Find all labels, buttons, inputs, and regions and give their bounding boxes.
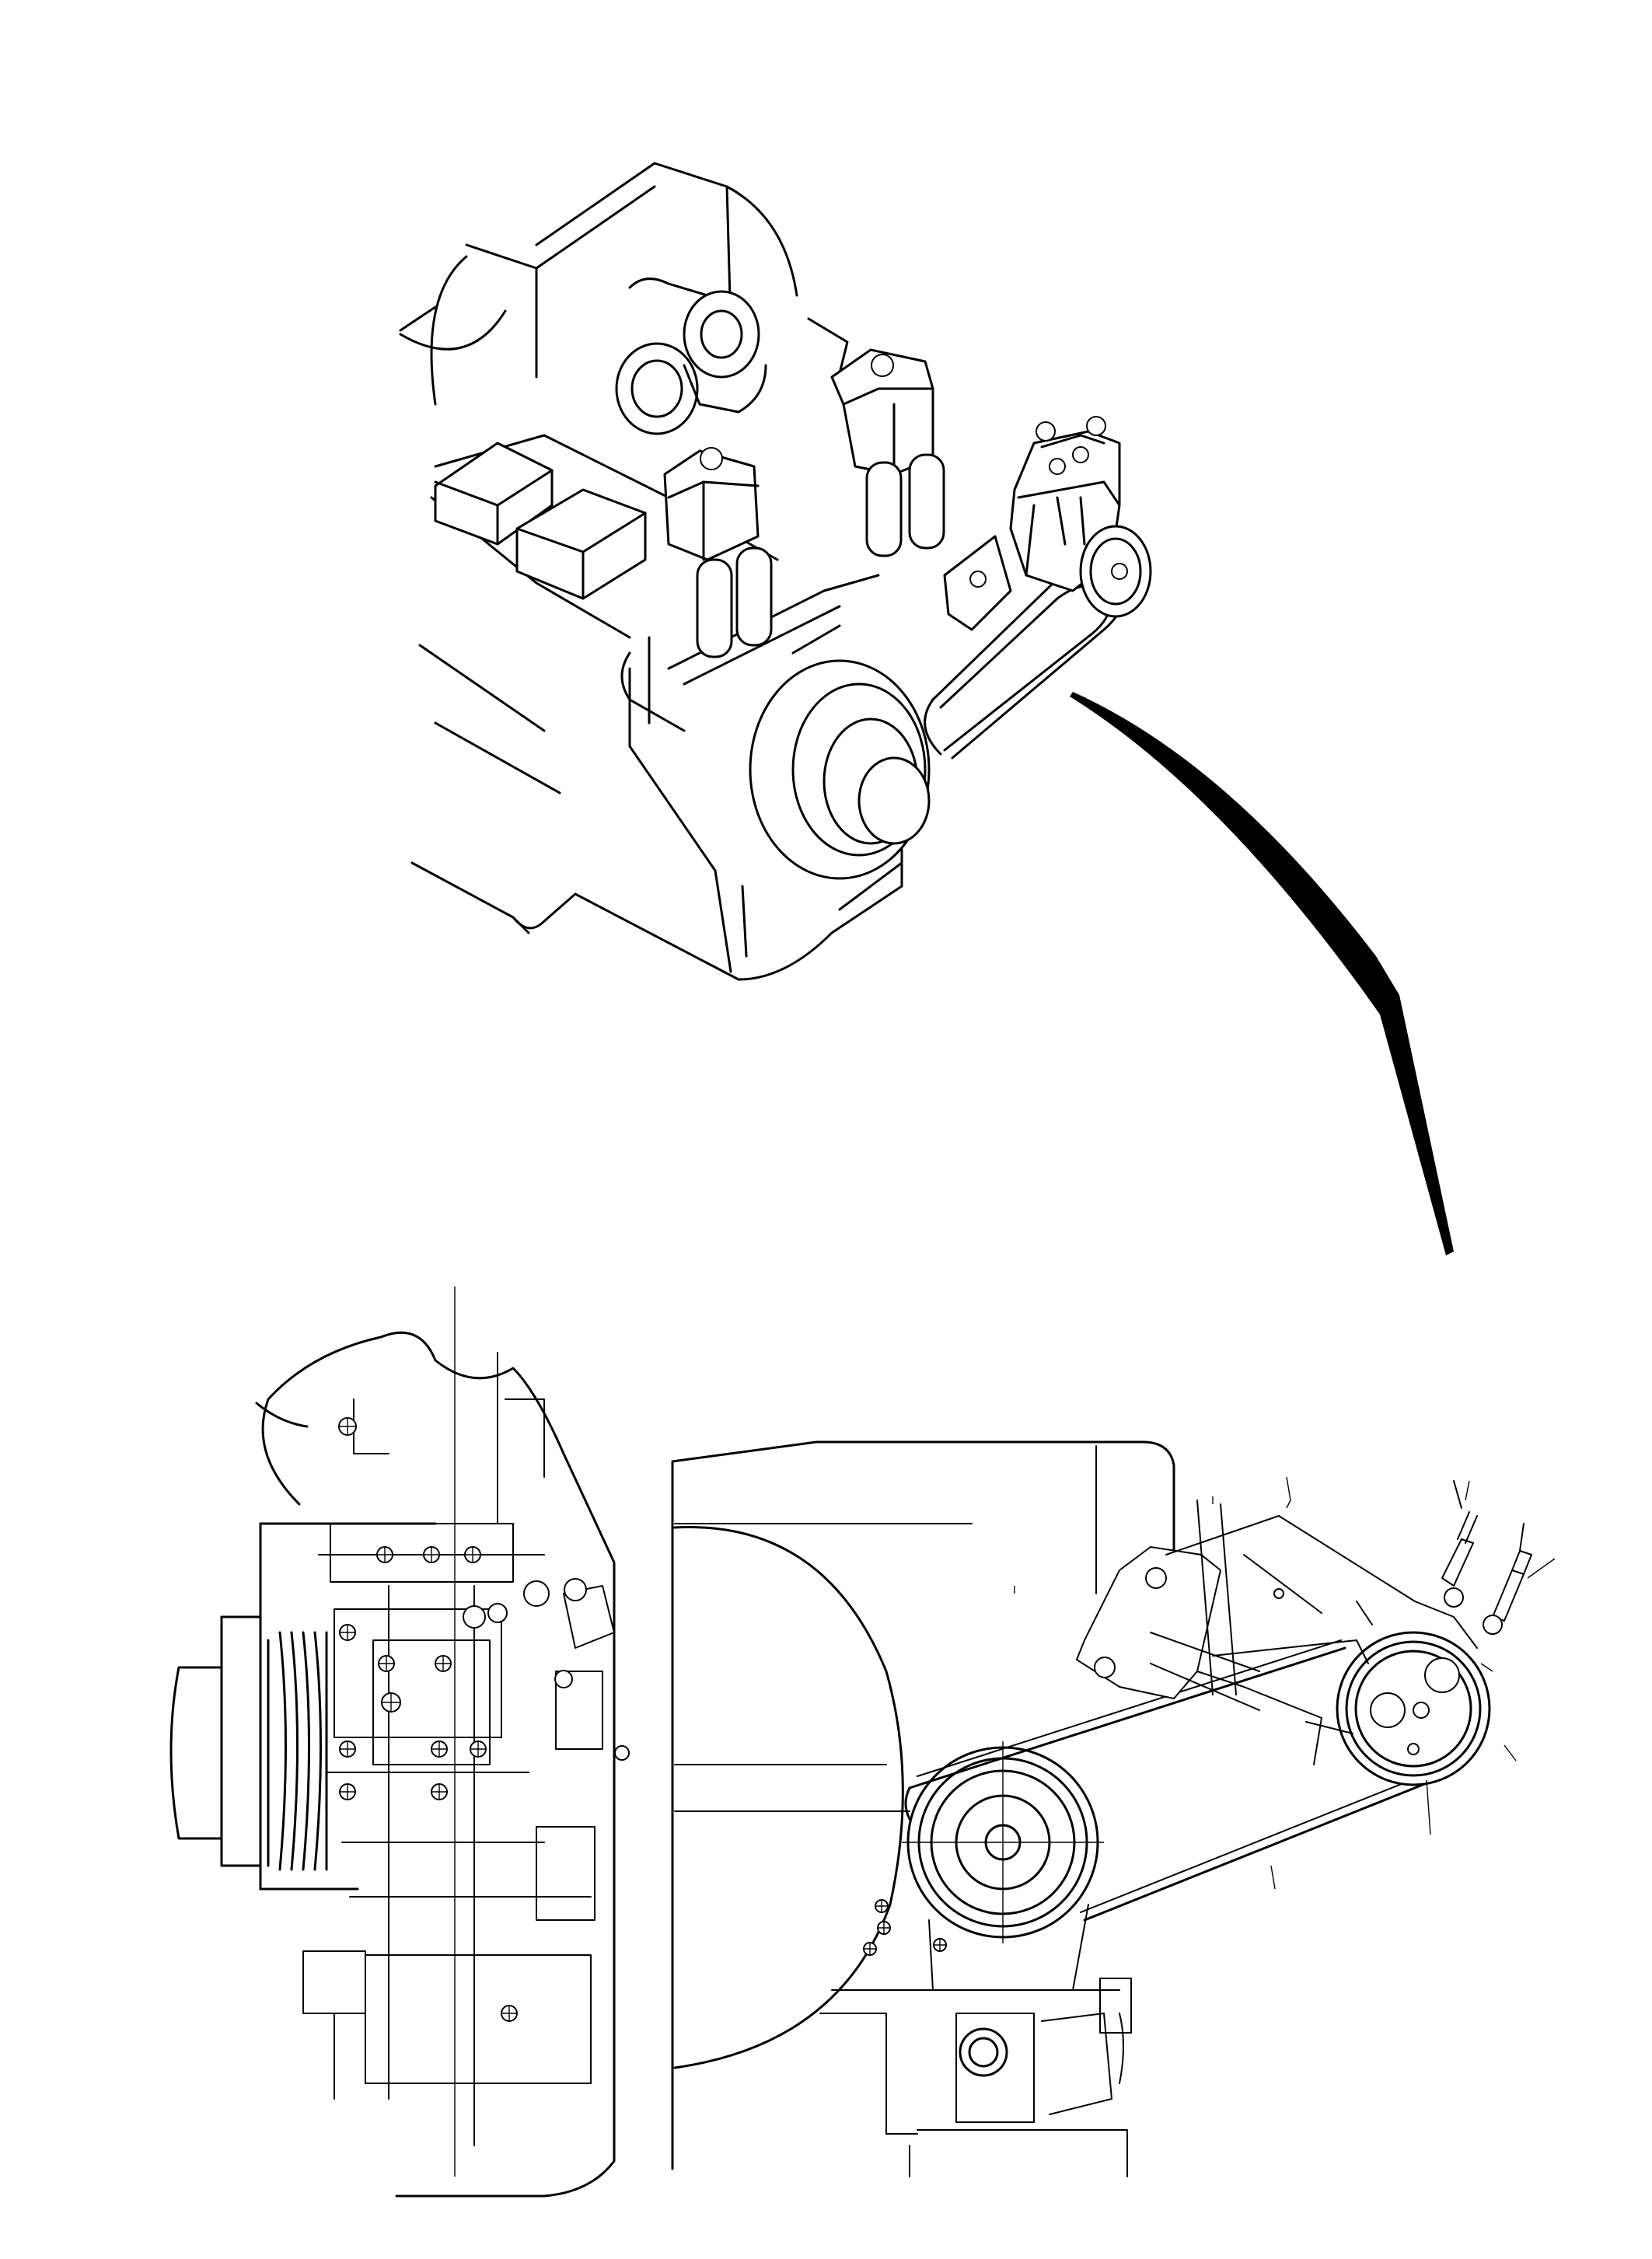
circle-cross-bolt-icon xyxy=(877,1921,891,1935)
circle-cross-bolt-icon xyxy=(470,1741,487,1758)
front-view xyxy=(671,1440,1556,2177)
circle-cross-bolt-icon xyxy=(338,1417,357,1436)
side-view xyxy=(169,1287,630,2198)
circle-cross-bolt-icon xyxy=(933,1938,947,1952)
flywheel xyxy=(673,1526,910,2069)
side-bolts xyxy=(338,1417,630,2022)
turbocharger xyxy=(615,278,849,435)
circle-cross-bolt-icon xyxy=(378,1655,395,1672)
circle-cross-bolt-icon xyxy=(376,1546,393,1563)
intake-blocks xyxy=(434,348,934,600)
front-lower-parts xyxy=(819,1899,1132,2177)
circle-cross-bolt-icon xyxy=(501,2005,518,2022)
circle-cross-bolt-icon xyxy=(875,1899,889,1913)
front-belt xyxy=(904,1639,1436,1922)
engine-block xyxy=(399,162,903,981)
hose-fittings xyxy=(1441,1480,1532,1635)
compressor-pulley xyxy=(1336,1631,1491,1786)
circle-cross-bolt-icon xyxy=(423,1546,440,1563)
circle-cross-bolt-icon xyxy=(381,1692,401,1713)
crank-pulley xyxy=(749,659,931,880)
circle-cross-bolt-icon xyxy=(863,1942,877,1956)
callout-leaders xyxy=(1014,1476,1556,1890)
circle-cross-bolt-icon xyxy=(339,1783,356,1800)
side-bracket xyxy=(302,1352,615,2146)
circle-cross-bolt-icon xyxy=(464,1546,481,1563)
compressor-bracket xyxy=(1075,1500,1478,1765)
side-pulley-grooves xyxy=(267,1631,328,1871)
circle-cross-bolt-icon xyxy=(435,1655,452,1672)
circle-cross-bolt-icon xyxy=(339,1741,356,1758)
circle-cross-bolt-icon xyxy=(1273,1588,1284,1599)
leader-arrow-icon xyxy=(1070,692,1454,1255)
circle-cross-bolt-icon xyxy=(431,1783,448,1800)
engine-overview-view xyxy=(399,162,1454,1255)
overview-compressor xyxy=(943,416,1152,631)
circle-cross-bolt-icon xyxy=(339,1624,356,1641)
circle-cross-bolt-icon xyxy=(431,1741,448,1758)
filters xyxy=(696,453,945,658)
